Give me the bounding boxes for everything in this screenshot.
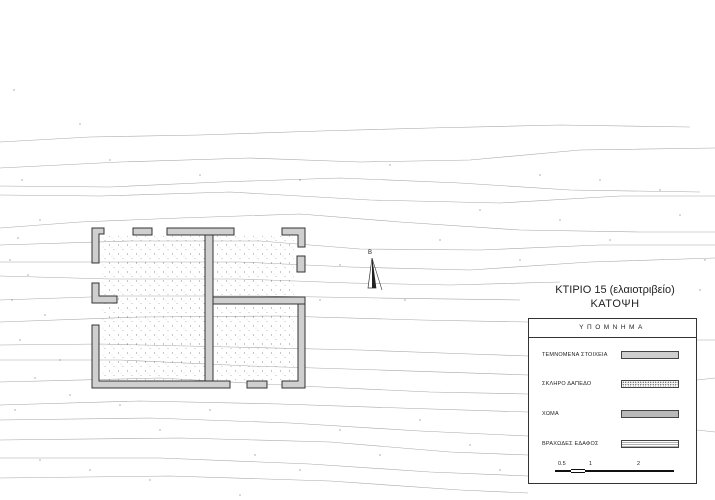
legend-item: ΒΡΑΧΩΔΕΣ ΕΔΑΦΟΣ bbox=[529, 438, 696, 452]
legend-box: ΥΠΟΜΝΗΜΑ ΤΕΜΝΟΜΕΝΑ ΣΤΟΙΧΕΙΑ ΣΚΛΗΡΟ ΔΑΠΕΔ… bbox=[528, 318, 697, 484]
scale-segment bbox=[585, 470, 599, 472]
legend-heading: ΥΠΟΜΝΗΜΑ bbox=[529, 319, 696, 338]
legend-item-label: ΣΚΛΗΡΟ ΔΑΠΕΔΟ bbox=[542, 381, 592, 387]
wall-north-center bbox=[166, 227, 235, 236]
scale-segment bbox=[599, 470, 674, 472]
wall-cross-east bbox=[212, 296, 306, 305]
north-label: Β bbox=[368, 250, 373, 256]
legend-item-label: ΒΡΑΧΩΔΕΣ ΕΔΑΦΟΣ bbox=[542, 441, 599, 447]
legend-item: ΣΚΛΗΡΟ ΔΑΠΕΔΟ bbox=[529, 378, 696, 392]
wall-north-east bbox=[281, 227, 306, 248]
scale-segment bbox=[555, 470, 571, 472]
legend-item-label: ΤΕΜΝΟΜΕΝΑ ΣΤΟΙΧΕΙΑ bbox=[542, 352, 608, 358]
terrain-specks bbox=[9, 89, 706, 496]
drawing-title: ΚΤΙΡΙΟ 15 (ελαιοτριβείο) bbox=[555, 284, 675, 296]
wall-north-stub-1 bbox=[132, 227, 153, 236]
building-floor-soil bbox=[102, 236, 294, 380]
scale-tick-label: 1 bbox=[589, 461, 593, 467]
building-walls bbox=[91, 227, 306, 389]
wall-west-upper bbox=[91, 227, 105, 264]
legend-swatch-rock bbox=[621, 440, 679, 448]
legend-item: ΤΕΜΝΟΜΕΝΑ ΣΤΟΙΧΕΙΑ bbox=[529, 349, 696, 363]
wall-west-lower bbox=[91, 324, 231, 389]
drawing-subtitle: ΚΑΤΟΨΗ bbox=[590, 298, 640, 310]
scale-bar: 0.5 1 2 bbox=[555, 461, 675, 477]
wall-central-spine bbox=[204, 234, 214, 382]
wall-west-middle bbox=[91, 282, 118, 304]
scale-tick-label: 0.5 bbox=[558, 461, 566, 467]
north-arrow-icon bbox=[367, 257, 383, 291]
legend-item-label: ΧΩΜΑ bbox=[542, 411, 559, 417]
legend-swatch-soil bbox=[621, 410, 679, 418]
wall-east-stub bbox=[296, 255, 306, 273]
legend-swatch-hard-floor bbox=[621, 380, 679, 388]
legend-swatch-cut bbox=[621, 351, 679, 359]
scale-tick-label: 2 bbox=[637, 461, 641, 467]
legend-item: ΧΩΜΑ bbox=[529, 408, 696, 422]
scale-segment bbox=[571, 469, 585, 473]
wall-east-lower bbox=[281, 303, 306, 389]
wall-south-stub bbox=[246, 380, 268, 389]
